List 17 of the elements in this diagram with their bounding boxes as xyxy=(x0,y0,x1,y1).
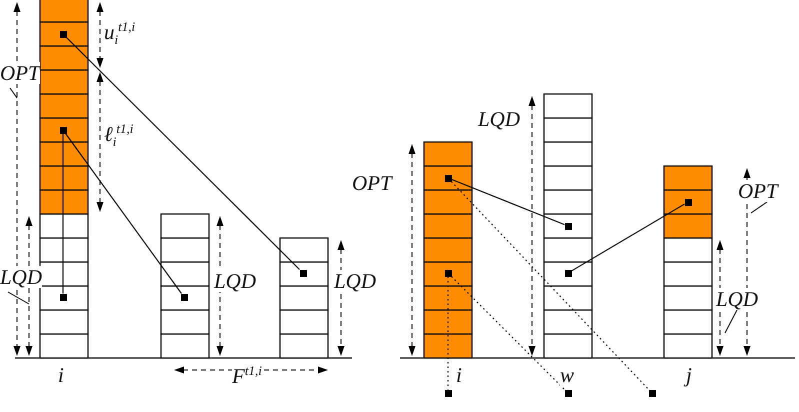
packet-marker xyxy=(564,390,572,396)
packet-marker xyxy=(444,390,452,396)
packet-marker xyxy=(648,390,656,396)
math-label: OPT xyxy=(0,62,40,84)
connector-line xyxy=(571,204,685,272)
dotted-connector xyxy=(447,276,449,390)
dotted-connector xyxy=(450,181,650,390)
math-label: LQD xyxy=(0,266,42,288)
math-label: OPT xyxy=(738,180,778,202)
connector-line xyxy=(62,134,64,294)
math-label: LQD xyxy=(214,270,256,292)
connector-line xyxy=(65,133,182,294)
math-label: LQD xyxy=(334,270,376,292)
dotted-connector xyxy=(451,276,565,390)
connector-line xyxy=(451,178,565,226)
connector-line xyxy=(66,37,300,270)
math-label: LQD xyxy=(716,288,758,310)
